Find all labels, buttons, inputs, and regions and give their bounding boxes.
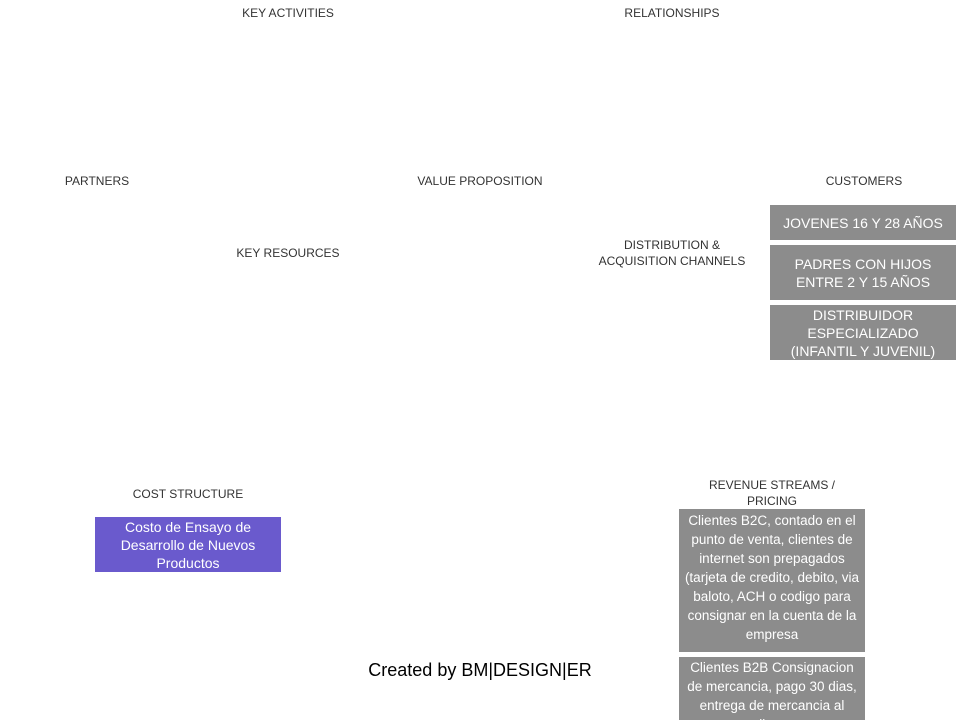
- customer-note-text: PADRES CON HIJOS ENTRE 2 Y 15 AÑOS: [794, 255, 932, 290]
- relationships-label: RELATIONSHIPS: [624, 6, 720, 20]
- revenue-label-line1: REVENUE STREAMS /: [708, 478, 836, 492]
- customer-note-text: JOVENES 16 Y 28 AÑOS: [783, 214, 943, 231]
- revenue-note-b2c[interactable]: Clientes B2C, contado en el punto de ven…: [679, 509, 865, 652]
- customer-note-padres[interactable]: PADRES CON HIJOS ENTRE 2 Y 15 AÑOS: [770, 245, 956, 300]
- revenue-label-line2: PRICING: [746, 494, 797, 508]
- key-activities-label: KEY ACTIVITIES: [242, 6, 334, 20]
- customer-note-text: DISTRIBUIDOR ESPECIALIZADO (INFANTIL Y J…: [790, 306, 936, 359]
- distribution-channels-label: DISTRIBUTION & ACQUISITION CHANNELS: [572, 237, 772, 269]
- revenue-note-text: Clientes B2B Consignacion de mercancia, …: [687, 660, 857, 720]
- customer-note-distribuidor[interactable]: DISTRIBUIDOR ESPECIALIZADO (INFANTIL Y J…: [770, 305, 956, 360]
- revenue-note-text: Clientes B2C, contado en el punto de ven…: [684, 513, 860, 642]
- distribution-label-line1: DISTRIBUTION &: [623, 238, 720, 252]
- cost-structure-label: COST STRUCTURE: [132, 487, 244, 501]
- revenue-streams-label: REVENUE STREAMS / PRICING: [672, 477, 872, 509]
- customer-note-jovenes[interactable]: JOVENES 16 Y 28 AÑOS: [770, 205, 956, 240]
- revenue-note-b2b[interactable]: Clientes B2B Consignacion de mercancia, …: [679, 657, 865, 720]
- key-resources-label: KEY RESOURCES: [236, 246, 340, 260]
- created-by-credit: Created by BM|DESIGN|ER: [368, 660, 592, 680]
- value-proposition-label: VALUE PROPOSITION: [417, 174, 543, 188]
- customers-label: CUSTOMERS: [825, 174, 903, 188]
- partners-label: PARTNERS: [64, 174, 130, 188]
- distribution-label-line2: ACQUISITION CHANNELS: [598, 254, 746, 268]
- cost-note-ensayo[interactable]: Costo de Ensayo de Desarrollo de Nuevos …: [95, 517, 281, 572]
- cost-note-text: Costo de Ensayo de Desarrollo de Nuevos …: [120, 518, 256, 571]
